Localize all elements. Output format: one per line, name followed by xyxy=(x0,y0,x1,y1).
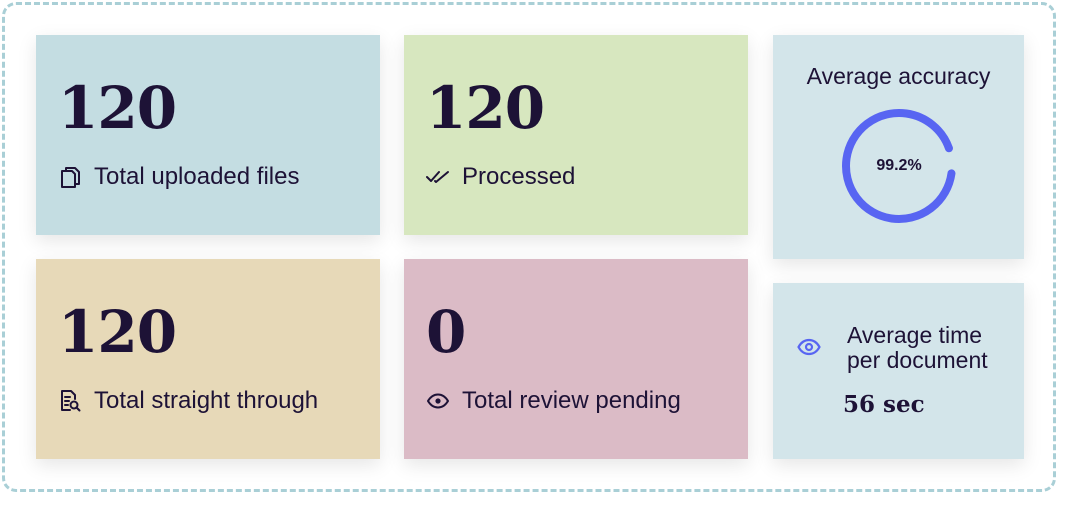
dashboard-frame xyxy=(2,2,1056,492)
review-pending-label: Total review pending xyxy=(462,387,681,414)
accuracy-ring xyxy=(842,109,956,223)
straight-through-count: 120 xyxy=(58,298,177,366)
uploaded-files-card[interactable]: 120 Total uploaded files xyxy=(36,35,380,235)
processed-label-row: Processed xyxy=(426,163,575,191)
average-accuracy-card[interactable]: Average accuracy 99.2% xyxy=(773,35,1024,259)
files-icon xyxy=(58,165,82,189)
straight-through-card[interactable]: 120 Total straight through xyxy=(36,259,380,459)
uploaded-files-label-row: Total uploaded files xyxy=(58,163,299,191)
uploaded-files-count: 120 xyxy=(58,74,177,142)
review-pending-card[interactable]: 0 Total review pending xyxy=(404,259,748,459)
average-time-value: 56 sec xyxy=(843,391,925,418)
review-pending-count: 0 xyxy=(426,298,466,366)
average-time-title: Average time per document xyxy=(847,322,988,373)
accuracy-arc xyxy=(842,109,956,223)
review-pending-label-row: Total review pending xyxy=(426,387,681,415)
straight-through-label: Total straight through xyxy=(94,387,319,414)
eye-icon xyxy=(426,389,450,413)
average-accuracy-title: Average accuracy xyxy=(806,63,991,89)
average-time-card[interactable]: Average time per document 56 sec xyxy=(773,283,1024,459)
eye-icon xyxy=(797,335,821,359)
document-search-icon xyxy=(58,389,82,413)
processed-card[interactable]: 120 Processed xyxy=(404,35,748,235)
double-check-icon xyxy=(426,165,450,189)
accuracy-value: 99.2% xyxy=(876,157,922,174)
straight-through-label-row: Total straight through xyxy=(58,387,318,415)
processed-label: Processed xyxy=(462,163,576,190)
processed-count: 120 xyxy=(426,74,545,142)
uploaded-files-label: Total uploaded files xyxy=(94,163,300,190)
